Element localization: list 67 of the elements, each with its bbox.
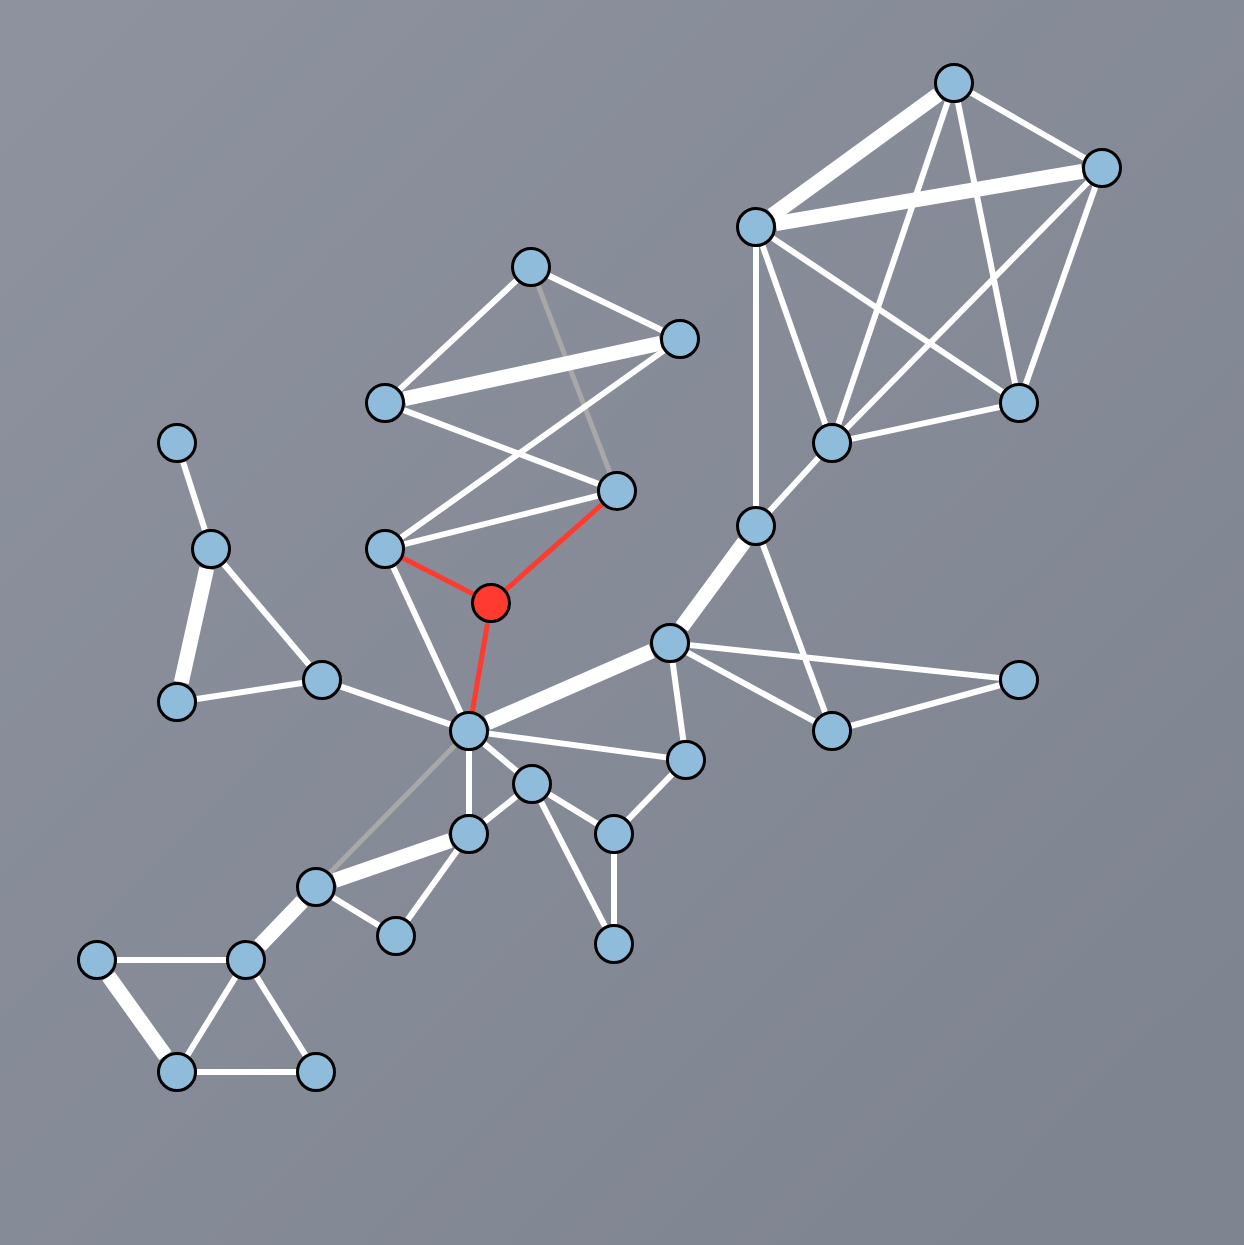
connector-line — [850, 404, 1001, 442]
graph-node — [449, 814, 489, 854]
graph-node — [512, 764, 552, 804]
graph-node — [302, 660, 342, 700]
connector-line — [675, 537, 751, 632]
graph-node — [594, 814, 634, 854]
connector-line — [488, 730, 667, 761]
connector-line — [767, 455, 821, 514]
graph-node — [365, 529, 405, 569]
connector-line — [117, 957, 226, 963]
graph-node — [157, 423, 197, 463]
connector-line — [405, 848, 460, 922]
graph-node — [376, 916, 416, 956]
connector-line — [403, 492, 599, 548]
connector-line — [328, 743, 457, 875]
graph-node — [511, 247, 551, 287]
connector-line — [625, 772, 675, 822]
connector-line — [482, 794, 519, 824]
graph-node — [999, 660, 1039, 700]
connector-line — [221, 562, 312, 667]
graph-node — [1082, 148, 1122, 188]
connector-line — [180, 461, 208, 531]
connector-line — [689, 642, 1000, 681]
connector-line — [547, 791, 599, 827]
connector-line — [669, 662, 687, 741]
graph-node — [666, 740, 706, 780]
connector-line — [774, 163, 1084, 232]
graph-node — [812, 711, 852, 751]
connector-line — [504, 502, 604, 592]
graph-node — [157, 682, 197, 722]
graph-node — [812, 423, 852, 463]
graph-node — [660, 319, 700, 359]
graph-node — [597, 471, 637, 511]
connector-line — [770, 235, 1005, 395]
graph-node — [934, 63, 974, 103]
connector-line — [197, 1069, 296, 1075]
connector-line — [397, 278, 519, 392]
graph-node — [226, 940, 266, 980]
connector-line — [850, 682, 1001, 729]
graph-node — [999, 383, 1039, 423]
graph-node — [449, 711, 489, 751]
graph-node — [77, 940, 117, 980]
connector-line — [843, 180, 1091, 431]
graph-node — [296, 1052, 336, 1092]
graph-node — [594, 924, 634, 964]
graph-node — [736, 506, 776, 546]
connector-line — [484, 644, 655, 730]
connector-line — [196, 680, 303, 702]
connector-line — [254, 896, 308, 951]
connector-line — [466, 751, 472, 814]
graph-node — [650, 623, 690, 663]
connector-line — [482, 741, 519, 774]
connector-line — [611, 854, 617, 924]
connector-line — [102, 971, 172, 1061]
graph-node — [736, 207, 776, 247]
connector-line — [753, 247, 759, 506]
connector-line — [331, 894, 381, 929]
graph-node — [157, 1052, 197, 1092]
graph-node — [471, 583, 511, 623]
connector-line — [955, 102, 1018, 384]
connector-line — [254, 975, 308, 1057]
graph-node — [296, 867, 336, 907]
connector-line — [469, 622, 491, 712]
graph-node — [365, 383, 405, 423]
graph-node — [191, 529, 231, 569]
connector-line — [184, 975, 239, 1057]
connector-line — [399, 348, 666, 540]
